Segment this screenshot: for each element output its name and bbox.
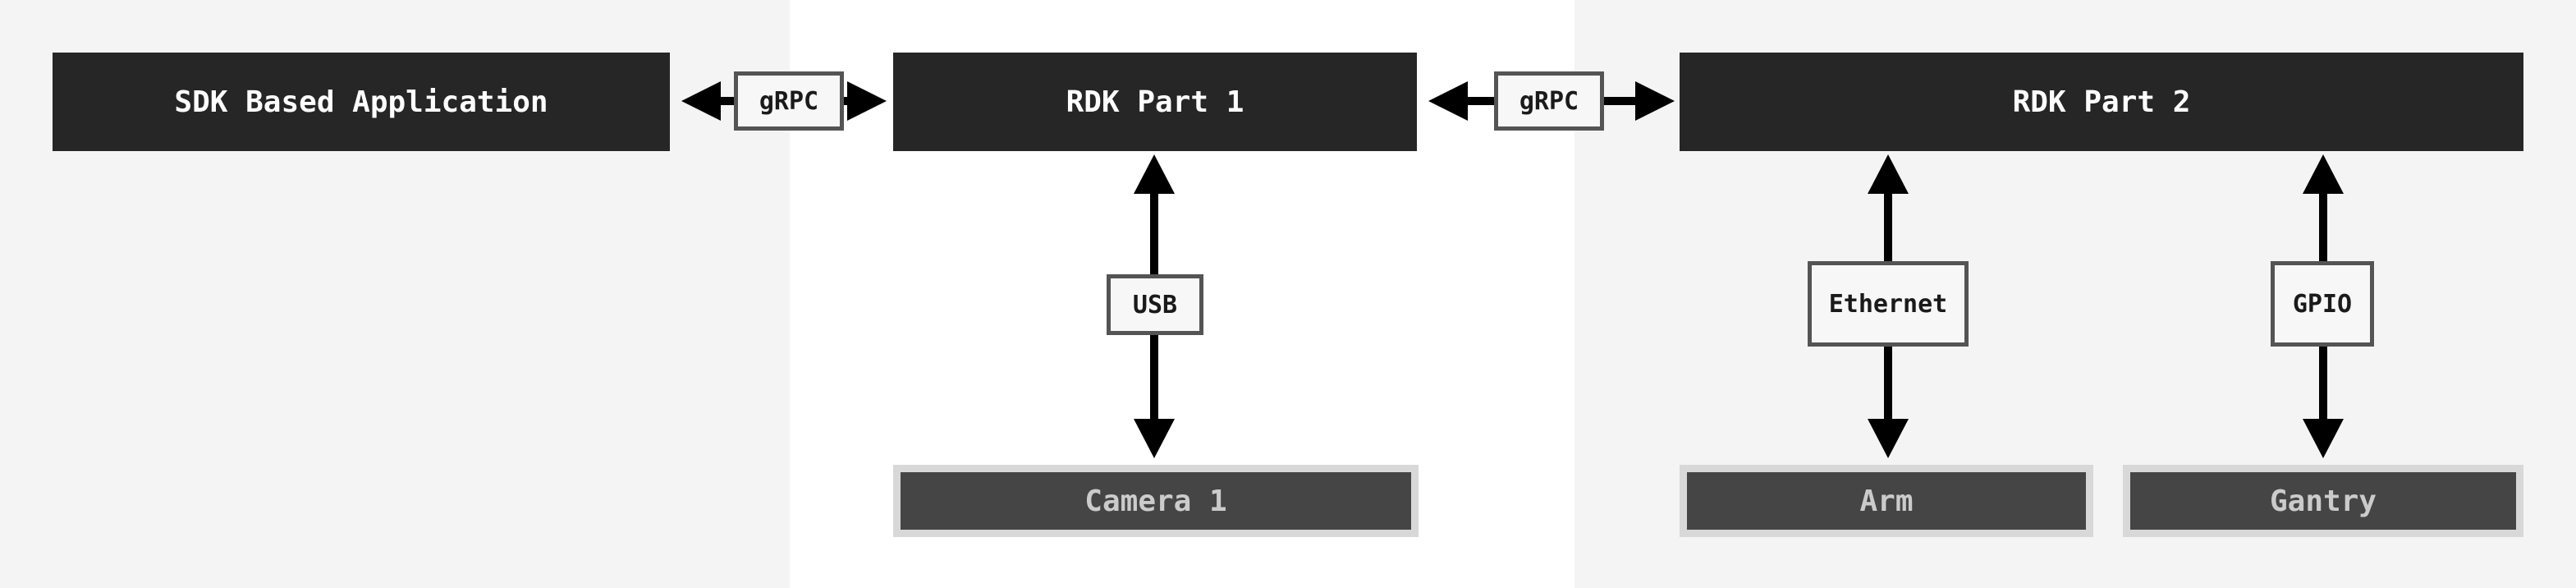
device-gantry: Gantry [2123,465,2523,537]
edge-label-ethernet: Ethernet [1808,261,1969,347]
arrowhead-left-icon [1428,81,1468,121]
arrowhead-right-icon [1635,81,1675,121]
edge-label-usb: USB [1107,274,1203,335]
edge-gpio [2303,154,2344,458]
edge-label-grpc-left: gRPC [734,71,844,131]
arrowhead-down-icon [1134,419,1175,458]
device-arm: Arm [1680,465,2093,537]
arrowhead-down-icon [2303,419,2344,458]
node-rdk-part-1: RDK Part 1 [893,53,1417,151]
arrowhead-up-icon [1868,154,1909,194]
arrowhead-up-icon [2303,154,2344,194]
edge-label-gpio: GPIO [2271,261,2374,347]
arrowhead-down-icon [1868,419,1909,458]
edge-ethernet [1868,154,1909,458]
arrowhead-left-icon [681,81,721,121]
edge-label-grpc-right: gRPC [1494,71,1604,131]
node-sdk-based-application: SDK Based Application [53,53,670,151]
arrowhead-right-icon [847,81,887,121]
device-camera-1: Camera 1 [893,465,1419,537]
arrowhead-up-icon [1134,154,1175,194]
edge-usb [1134,154,1175,458]
node-rdk-part-2: RDK Part 2 [1680,53,2523,151]
